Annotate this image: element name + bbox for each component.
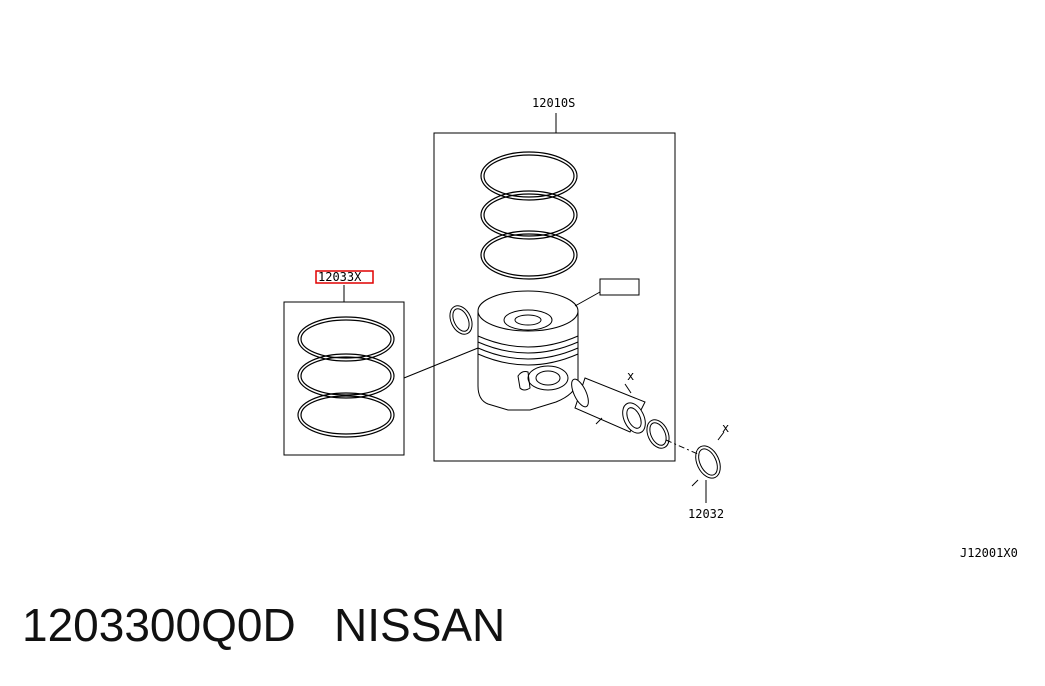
label-ring-set[interactable]: 12033X	[318, 270, 362, 284]
ring-set-box	[283, 301, 405, 456]
piston-set-box	[433, 132, 676, 462]
part-number: 1203300Q0D	[22, 599, 296, 651]
piston-set-group	[433, 113, 676, 462]
pin-axis-line	[665, 439, 701, 456]
label-ref-code: J12001X0	[960, 546, 1018, 560]
snap-ring-12032-icon	[691, 431, 725, 503]
mark-pin: x	[627, 369, 634, 383]
brand-name: NISSAN	[334, 599, 506, 651]
piston-set-rings	[480, 151, 578, 280]
ring-set-highlight	[315, 270, 374, 284]
label-piece-set: 12010S	[532, 96, 575, 110]
mark-ring: x	[722, 421, 729, 435]
ring-set-group	[283, 285, 479, 456]
caption: 1203300Q0D NISSAN	[22, 598, 505, 652]
piston-pin-icon	[571, 377, 646, 434]
note-box	[599, 278, 640, 296]
label-snap-ring: 12032	[688, 507, 724, 521]
right-snap-ring-icon	[646, 419, 670, 449]
ring-set-to-piston-line	[403, 347, 479, 379]
left-snap-ring-icon	[449, 305, 473, 335]
ring-set-rings	[297, 316, 395, 438]
